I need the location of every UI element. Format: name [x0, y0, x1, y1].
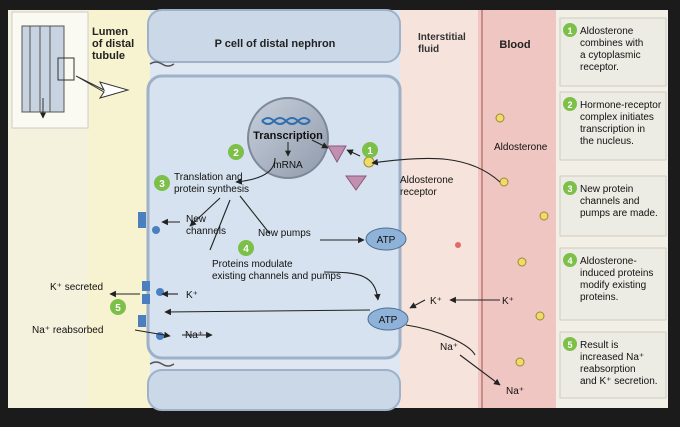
- aldosterone-label: Aldosterone: [494, 142, 548, 153]
- new-pumps-label: New pumps: [258, 228, 311, 239]
- svg-text:4: 4: [243, 244, 249, 255]
- step-badge-4: [563, 253, 577, 267]
- free-receptor-icon: [345, 175, 367, 191]
- k-ion-cell-label: K⁺: [186, 290, 198, 301]
- aldosterone-molecule-icon: [363, 156, 375, 168]
- diagram-marker-1: 1: [362, 142, 378, 158]
- lumen-region: [88, 10, 150, 408]
- interstitial-region: [400, 10, 478, 408]
- blood-label: Blood: [499, 39, 530, 51]
- mrna-label: mRNA: [273, 160, 303, 171]
- atp-pump-icon: [365, 227, 409, 331]
- k-secreted-label: K⁺ secreted: [50, 282, 103, 293]
- atp-label-1: ATP: [377, 235, 396, 246]
- receptor-icon: [327, 145, 347, 164]
- svg-text:2: 2: [567, 100, 572, 110]
- na-ion-cell-label: Na⁺: [185, 330, 203, 341]
- step-badge-2: [563, 97, 577, 111]
- svg-text:5: 5: [115, 303, 121, 314]
- svg-text:5: 5: [567, 340, 572, 350]
- tight-junction-bottom: [149, 361, 175, 367]
- nucleus: [247, 97, 329, 179]
- na-ion-interstitial-label: Na⁺: [440, 342, 458, 353]
- atp-label-2: ATP: [379, 315, 398, 326]
- transcription-label: Transcription: [253, 130, 323, 142]
- tubule-cross-section-icon: [11, 11, 130, 129]
- svg-text:3: 3: [159, 179, 165, 190]
- k-ion-blood-label: K⁺: [502, 296, 514, 307]
- diagram-step-markers: 1 2 3 4 5: [110, 142, 378, 315]
- cell-below: [147, 369, 401, 411]
- svg-text:2: 2: [233, 148, 239, 159]
- svg-text:1: 1: [367, 146, 373, 157]
- step-badge-5: [563, 337, 577, 351]
- na-reabsorbed-label: Na⁺ reabsorbed: [32, 325, 103, 336]
- step-badge-3: [563, 181, 577, 195]
- blood-aldosterone-molecules: [455, 113, 549, 367]
- svg-text:3: 3: [567, 184, 572, 194]
- diagram-marker-4: 4: [238, 240, 254, 256]
- svg-text:4: 4: [567, 256, 572, 266]
- diagram-marker-2: 2: [228, 144, 244, 160]
- svg-text:1: 1: [567, 26, 572, 36]
- cell-above: [147, 9, 401, 63]
- pathway-arrows: [109, 139, 501, 386]
- blood-region: [478, 10, 556, 408]
- diagram-marker-5: 5: [110, 299, 126, 315]
- tight-junction-top: [149, 61, 175, 67]
- k-ion-interstitial-label: K⁺: [430, 296, 442, 307]
- na-ion-blood-label: Na⁺: [506, 386, 524, 397]
- step-badge-1: [563, 23, 577, 37]
- cell-label: P cell of distal nephron: [215, 38, 336, 50]
- diagram-marker-3: 3: [154, 175, 170, 191]
